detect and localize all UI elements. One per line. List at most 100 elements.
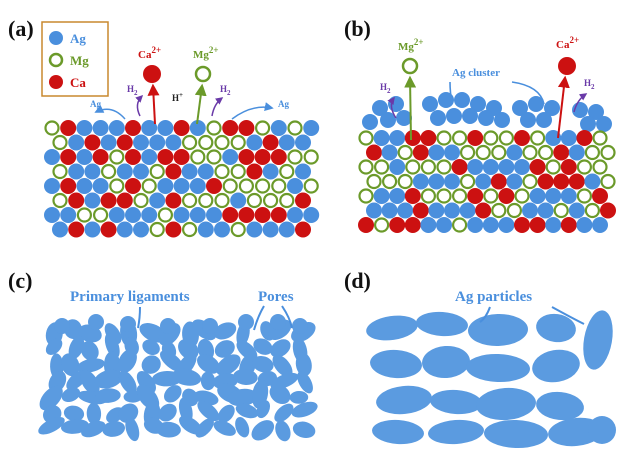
ca-atom [68, 221, 85, 238]
mg-atom [592, 159, 608, 175]
ag-atom [287, 178, 303, 194]
ag-atom [189, 120, 206, 136]
ag-atom [568, 202, 585, 219]
ag-atom [157, 178, 174, 194]
mg-atom [460, 173, 476, 190]
mg-atom [374, 217, 390, 233]
ligament-segment [86, 402, 102, 425]
ligament-segment [195, 418, 214, 438]
mg-ion-atom-b [401, 57, 419, 75]
panel-label-b: (b) [344, 16, 371, 41]
mg-atom [100, 163, 117, 180]
ag-particle [484, 419, 548, 449]
ag-atom [444, 144, 460, 161]
ca-atom [165, 221, 182, 238]
ag-atom [76, 120, 93, 136]
ca-atom [246, 163, 263, 180]
ag-atom [68, 134, 85, 151]
ag-particle [536, 313, 576, 343]
ag-atom [52, 221, 68, 238]
ag-atom [44, 149, 60, 165]
ag-atom [68, 163, 85, 180]
ca-ion-atom-b [558, 57, 576, 75]
ca-atom [560, 159, 577, 175]
atom-lattice-a [44, 120, 320, 238]
ag-atom [173, 207, 190, 223]
ag-atom [475, 173, 492, 190]
ca-atom [60, 149, 77, 165]
ligament-segment [68, 335, 85, 360]
ligament-segment [216, 354, 241, 376]
ligament-segment [227, 388, 258, 407]
primary-ligaments-label: Primary ligaments [70, 289, 190, 305]
mg-atom [529, 130, 546, 146]
ligament-segment [118, 370, 137, 395]
ca-atom [600, 202, 616, 219]
h2-label-b-left: H2 [380, 82, 391, 95]
mg-atom [182, 192, 198, 209]
ligament-segment [117, 349, 137, 373]
mg-atom [206, 120, 222, 136]
ag-cluster-pointer-right [511, 81, 545, 105]
ca-atom [116, 192, 133, 209]
ligament-segment [253, 338, 273, 355]
ligament-segment [141, 355, 161, 374]
panel-c-annotations: Primary ligaments Pores [70, 289, 294, 331]
ligament-segment [200, 371, 216, 391]
ag-particles-pointer-left [479, 306, 491, 323]
legend-ca-label: Ca [70, 75, 86, 90]
ca-atom [157, 149, 174, 165]
ca-atom [366, 144, 382, 161]
mg-atom [506, 202, 523, 219]
ca-atom [165, 163, 182, 180]
ligament-segment [214, 340, 235, 358]
ca-atom [475, 202, 492, 219]
legend-ag-label: Ag [70, 31, 86, 46]
ligament-segment [63, 405, 85, 422]
ligament-segment [39, 385, 63, 411]
ag-atom [522, 202, 538, 219]
ag-particles-pointer-right [551, 306, 585, 325]
ag-atom [428, 202, 445, 219]
ag-atom [92, 120, 109, 136]
mg-atom [149, 163, 165, 180]
ligament-segment [274, 403, 294, 423]
ca-atom [238, 149, 255, 165]
primary-ligaments-pointer [137, 306, 141, 329]
ag-particle [532, 349, 580, 383]
mg-atom [584, 202, 601, 219]
mg-atom [382, 173, 398, 190]
ca-atom [412, 202, 429, 219]
ca-atom [254, 207, 271, 223]
ca-atom [270, 149, 287, 165]
ag-atom [422, 96, 438, 112]
ca-atom [592, 188, 608, 204]
ag-atom [262, 221, 279, 238]
ag-atom [366, 202, 382, 219]
ag-atom [295, 134, 311, 151]
ag-atom [389, 159, 406, 175]
ag-cluster-label: Ag cluster [452, 67, 500, 79]
ag-atom [246, 134, 263, 151]
ag-atom [100, 134, 117, 151]
ca-atom [467, 130, 484, 146]
ca-atom [553, 173, 570, 190]
mg-atom [92, 207, 109, 223]
ag-atom [84, 221, 101, 238]
mg-atom [214, 134, 230, 151]
panel-d-annotations: Ag particles [455, 289, 585, 325]
ag-atom [544, 100, 560, 116]
mg-atom [358, 130, 374, 146]
ligament-segment [235, 403, 259, 419]
ca-atom [100, 192, 117, 209]
mg-atom [198, 134, 214, 151]
ag-atom [528, 96, 544, 112]
ligament-segment [213, 420, 236, 436]
ag-particle [466, 353, 530, 383]
ag-atom [76, 149, 93, 165]
ligament-segment [118, 403, 139, 423]
ligament-segment [163, 385, 182, 403]
ag-atom [529, 188, 546, 204]
ag-particle [370, 349, 422, 379]
h2-label-a-left: H2 [127, 84, 138, 97]
